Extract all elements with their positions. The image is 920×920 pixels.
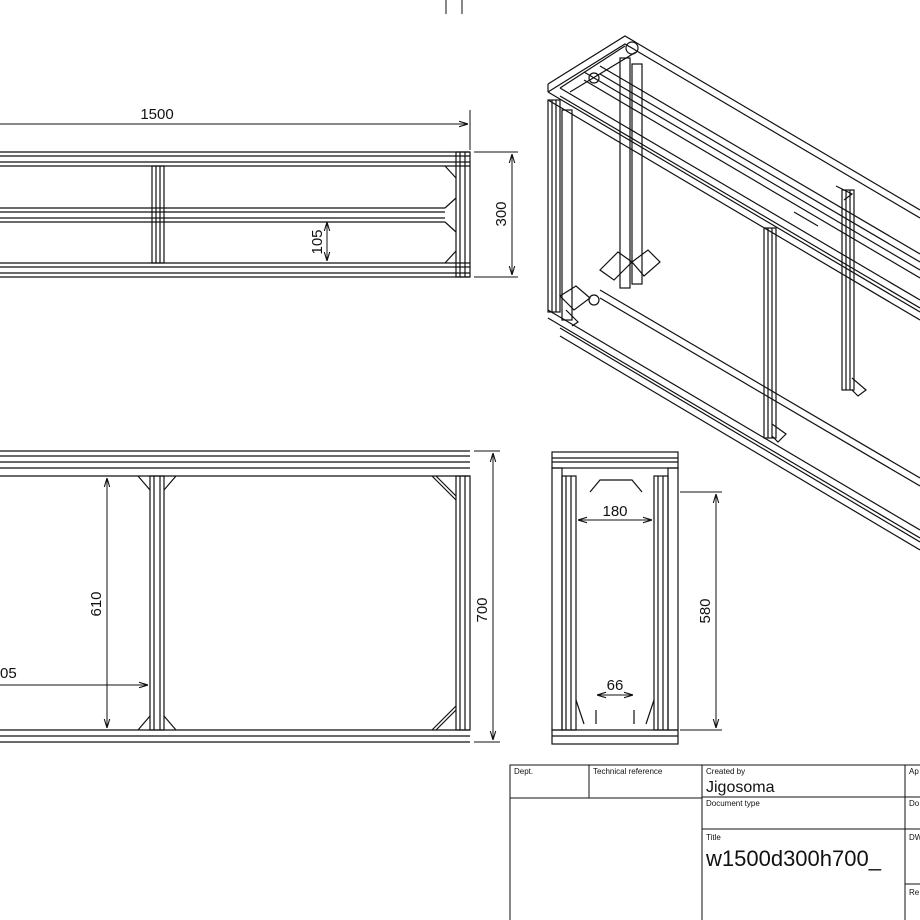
dim-front-offset: 05 bbox=[0, 665, 17, 682]
title-label: Title bbox=[706, 833, 721, 842]
dim-front-inner-height: 610 bbox=[88, 591, 105, 616]
title-block bbox=[509, 764, 920, 920]
created-by-label: Created by bbox=[706, 767, 745, 776]
rev-label: Re bbox=[909, 888, 920, 897]
dim-top-depth: 300 bbox=[493, 201, 510, 226]
title-block-text: Dept. Technical reference Created by Jig… bbox=[514, 767, 920, 897]
dim-front-height: 700 bbox=[474, 597, 491, 622]
dwg-label: DW bbox=[909, 833, 920, 842]
dim-side-inner-width: 180 bbox=[602, 503, 627, 520]
front-view bbox=[0, 450, 471, 743]
doc-type-label: Document type bbox=[706, 799, 760, 808]
top-view bbox=[0, 151, 471, 278]
dim-top-width: 1500 bbox=[140, 106, 173, 123]
approved-label: Ap bbox=[909, 767, 919, 776]
tech-ref-label: Technical reference bbox=[593, 767, 663, 776]
doc-status-label: Do bbox=[909, 799, 920, 808]
side-view bbox=[551, 451, 679, 745]
top-view-dimensions: 1500 300 105 bbox=[0, 106, 518, 278]
front-view-dimensions: 700 610 05 bbox=[0, 450, 500, 743]
dim-side-foot-width: 66 bbox=[607, 677, 624, 694]
isometric-view bbox=[547, 35, 920, 551]
dept-label: Dept. bbox=[514, 767, 533, 776]
dim-top-rail-gap: 105 bbox=[309, 229, 326, 254]
sheet-border-marks bbox=[445, 0, 463, 14]
dim-side-inner-height: 580 bbox=[697, 598, 714, 623]
created-by-value: Jigosoma bbox=[706, 779, 775, 796]
title-value: w1500d300h700_ bbox=[705, 846, 882, 871]
side-view-dimensions: 180 580 66 bbox=[578, 491, 722, 731]
